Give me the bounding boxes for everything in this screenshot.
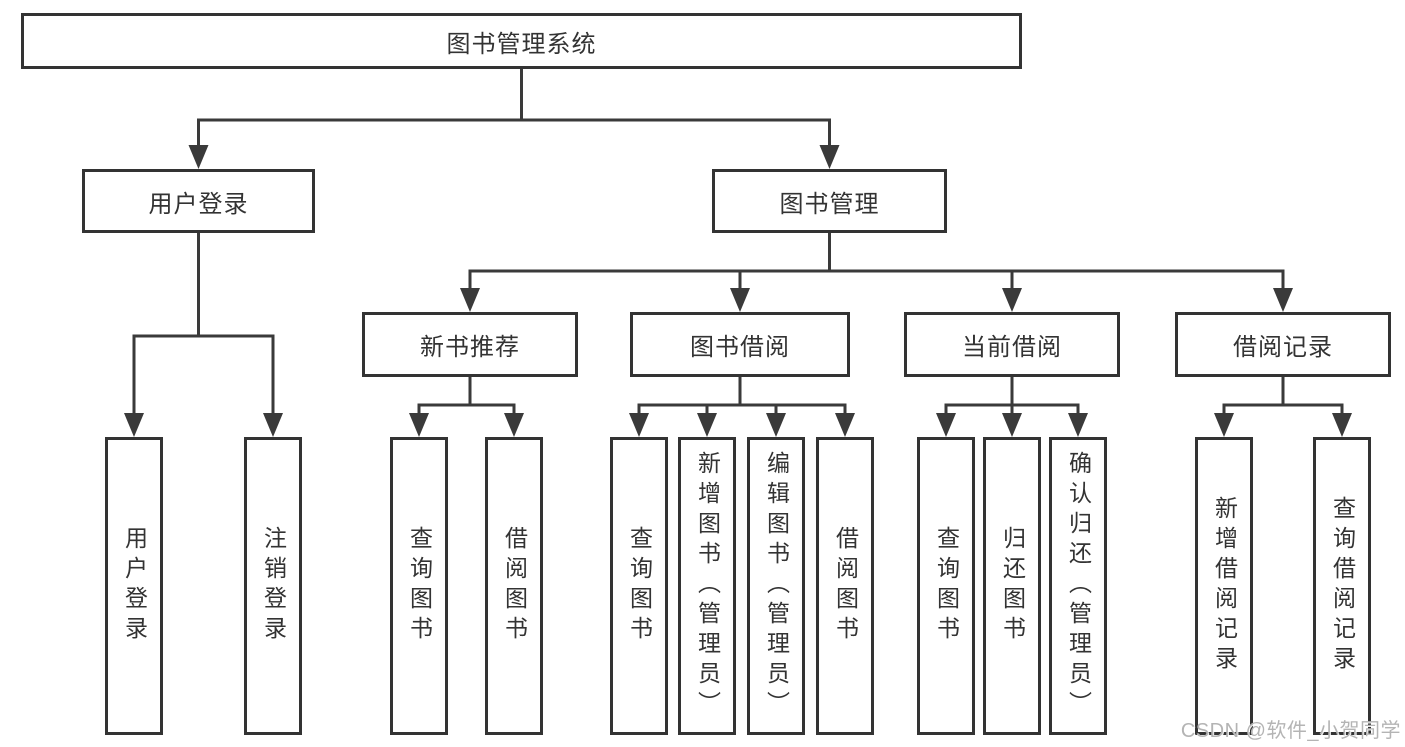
leaf-logout: 注销登录 <box>244 437 302 735</box>
leaf-borrow-books-2: 借阅图书 <box>816 437 874 735</box>
node-book-management: 图书管理 <box>712 169 947 233</box>
leaf-query-borrow-record: 查询借阅记录 <box>1313 437 1371 735</box>
branch-new-book-recommend <box>409 377 524 437</box>
branch-current-borrow <box>936 377 1088 437</box>
leaf-query-books-2: 查询图书 <box>610 437 668 735</box>
leaf-return-books: 归还图书 <box>983 437 1041 735</box>
leaf-query-books-3: 查询图书 <box>917 437 975 735</box>
node-borrow-records: 借阅记录 <box>1175 312 1391 377</box>
node-current-borrow: 当前借阅 <box>904 312 1120 377</box>
branch-root <box>188 69 840 169</box>
node-root: 图书管理系统 <box>21 13 1022 69</box>
leaf-confirm-return-admin: 确认归还（管理员） <box>1049 437 1107 735</box>
node-new-book-recommend: 新书推荐 <box>362 312 578 377</box>
node-book-borrow: 图书借阅 <box>630 312 850 377</box>
leaf-add-borrow-record: 新增借阅记录 <box>1195 437 1253 735</box>
watermark: CSDN @软件_小贺同学 <box>1180 720 1401 742</box>
leaf-add-books-admin: 新增图书（管理员） <box>678 437 736 735</box>
leaf-edit-books-admin: 编辑图书（管理员） <box>747 437 805 735</box>
branch-book-management <box>460 233 1293 312</box>
branch-user-login <box>124 233 283 437</box>
leaf-user-login: 用户登录 <box>105 437 163 735</box>
node-user-login: 用户登录 <box>82 169 315 233</box>
branch-borrow-records <box>1214 377 1352 437</box>
branch-book-borrow <box>629 377 855 437</box>
leaf-query-books-1: 查询图书 <box>390 437 448 735</box>
leaf-borrow-books-1: 借阅图书 <box>485 437 543 735</box>
